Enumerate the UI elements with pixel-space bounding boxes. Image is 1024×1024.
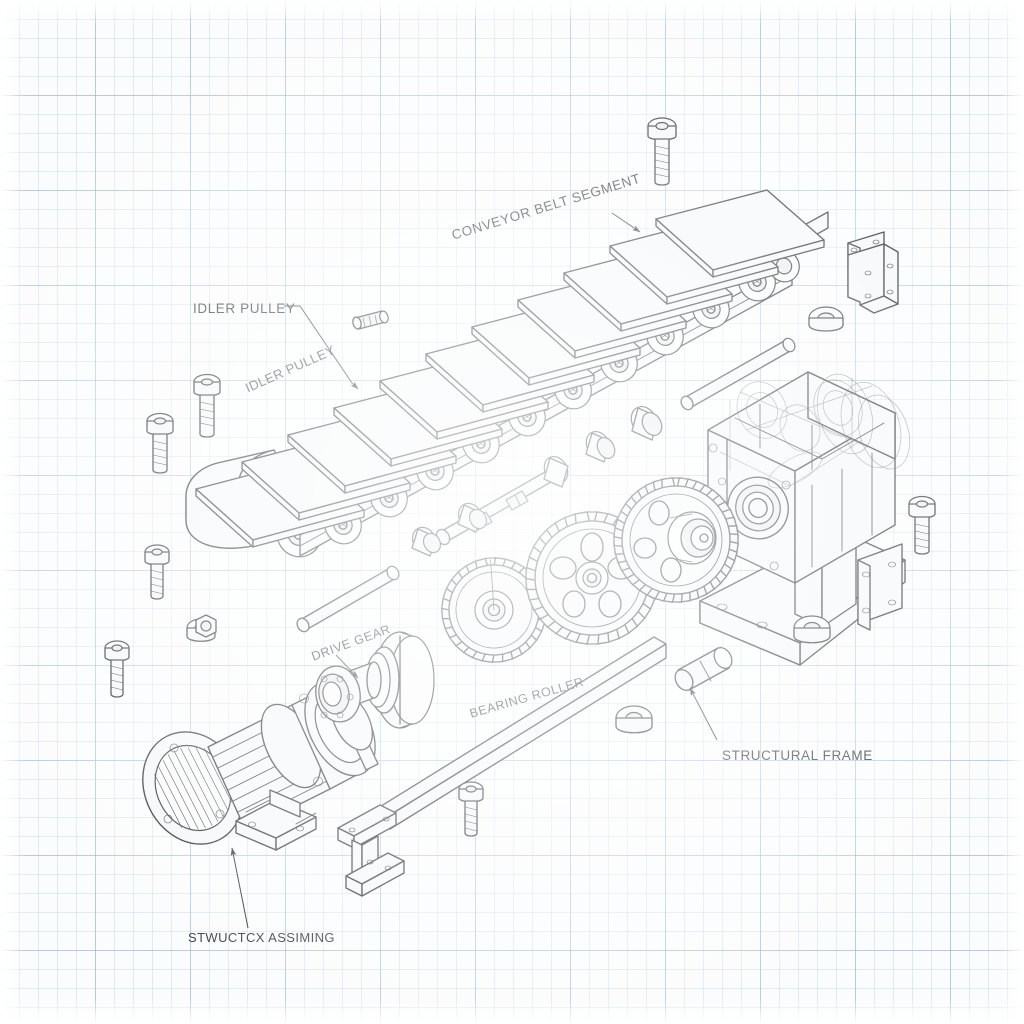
c-channel-beam bbox=[337, 804, 405, 897]
dowel-pin bbox=[674, 647, 733, 692]
bolt bbox=[193, 373, 221, 438]
spur-gear-large bbox=[613, 477, 739, 603]
bolt bbox=[144, 544, 170, 600]
leader-conveyor-belt-segment bbox=[611, 212, 641, 233]
leader-structural-frame bbox=[689, 687, 718, 741]
hex-nut bbox=[195, 614, 217, 638]
bushing bbox=[585, 431, 616, 463]
washer bbox=[793, 615, 831, 644]
callout-structural-frame: STRUCTURAL FRAME bbox=[722, 748, 873, 763]
flat-plate-bracket bbox=[857, 543, 903, 631]
callout-idler-pulley-primary: IDLER PULLEY bbox=[193, 301, 296, 316]
bolt bbox=[908, 495, 936, 555]
leader-idler-pulley-arrow bbox=[350, 381, 359, 390]
angle-bracket-upper-right bbox=[847, 231, 899, 314]
washer bbox=[615, 705, 653, 734]
bushing bbox=[630, 406, 663, 441]
bolt bbox=[146, 412, 174, 474]
washer bbox=[808, 306, 844, 332]
set-screw-pin bbox=[352, 310, 389, 330]
leader-motor-assembly bbox=[230, 847, 249, 929]
bolt bbox=[458, 781, 484, 837]
callout-motor-assembly: STWUCTCX ASSIMING bbox=[188, 930, 335, 945]
bushing bbox=[411, 526, 442, 557]
bolt bbox=[647, 117, 677, 186]
bolt bbox=[104, 640, 130, 698]
